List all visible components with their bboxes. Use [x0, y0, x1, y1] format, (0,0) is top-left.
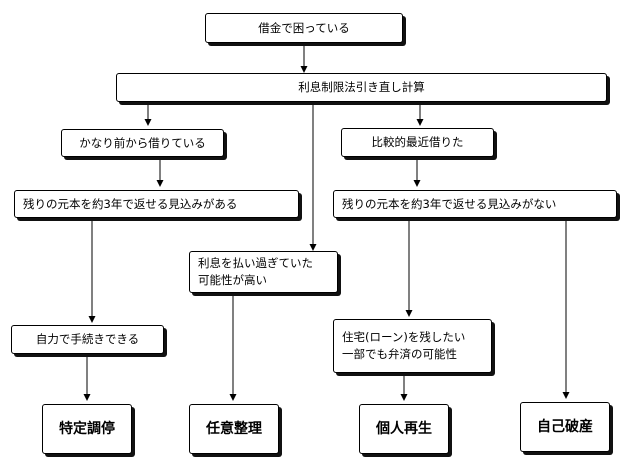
housing-line-2: 一部でも弁済の可能性	[342, 347, 457, 361]
node-long-term: かなり前から借りている	[61, 129, 224, 157]
node-can-repay: 残りの元本を約3年で返せる見込みがある	[14, 190, 299, 218]
node-self-process: 自力で手続きできる	[11, 325, 164, 354]
result-jiko-hasan: 自己破産	[520, 402, 610, 452]
overpaid-line-2: 可能性が高い	[198, 273, 267, 287]
node-recalc: 利息制限法引き直し計算	[116, 73, 607, 102]
node-overpaid: 利息を払い過ぎていた 可能性が高い	[189, 251, 338, 293]
result-nini-seiri: 任意整理	[189, 404, 279, 454]
node-recent: 比較的最近借りた	[341, 128, 494, 157]
housing-line-1: 住宅(ローン)を残したい	[342, 330, 466, 345]
overpaid-line-1: 利息を払い過ぎていた	[198, 256, 313, 271]
node-debt: 借金で困っている	[205, 13, 403, 43]
node-housing: 住宅(ローン)を残したい 一部でも弁済の可能性	[333, 319, 492, 373]
result-kojin-saisei: 個人再生	[359, 404, 449, 454]
node-cannot-repay: 残りの元本を約3年で返せる見込みがない	[333, 190, 617, 218]
result-tokutei-chotei: 特定調停	[42, 404, 132, 454]
